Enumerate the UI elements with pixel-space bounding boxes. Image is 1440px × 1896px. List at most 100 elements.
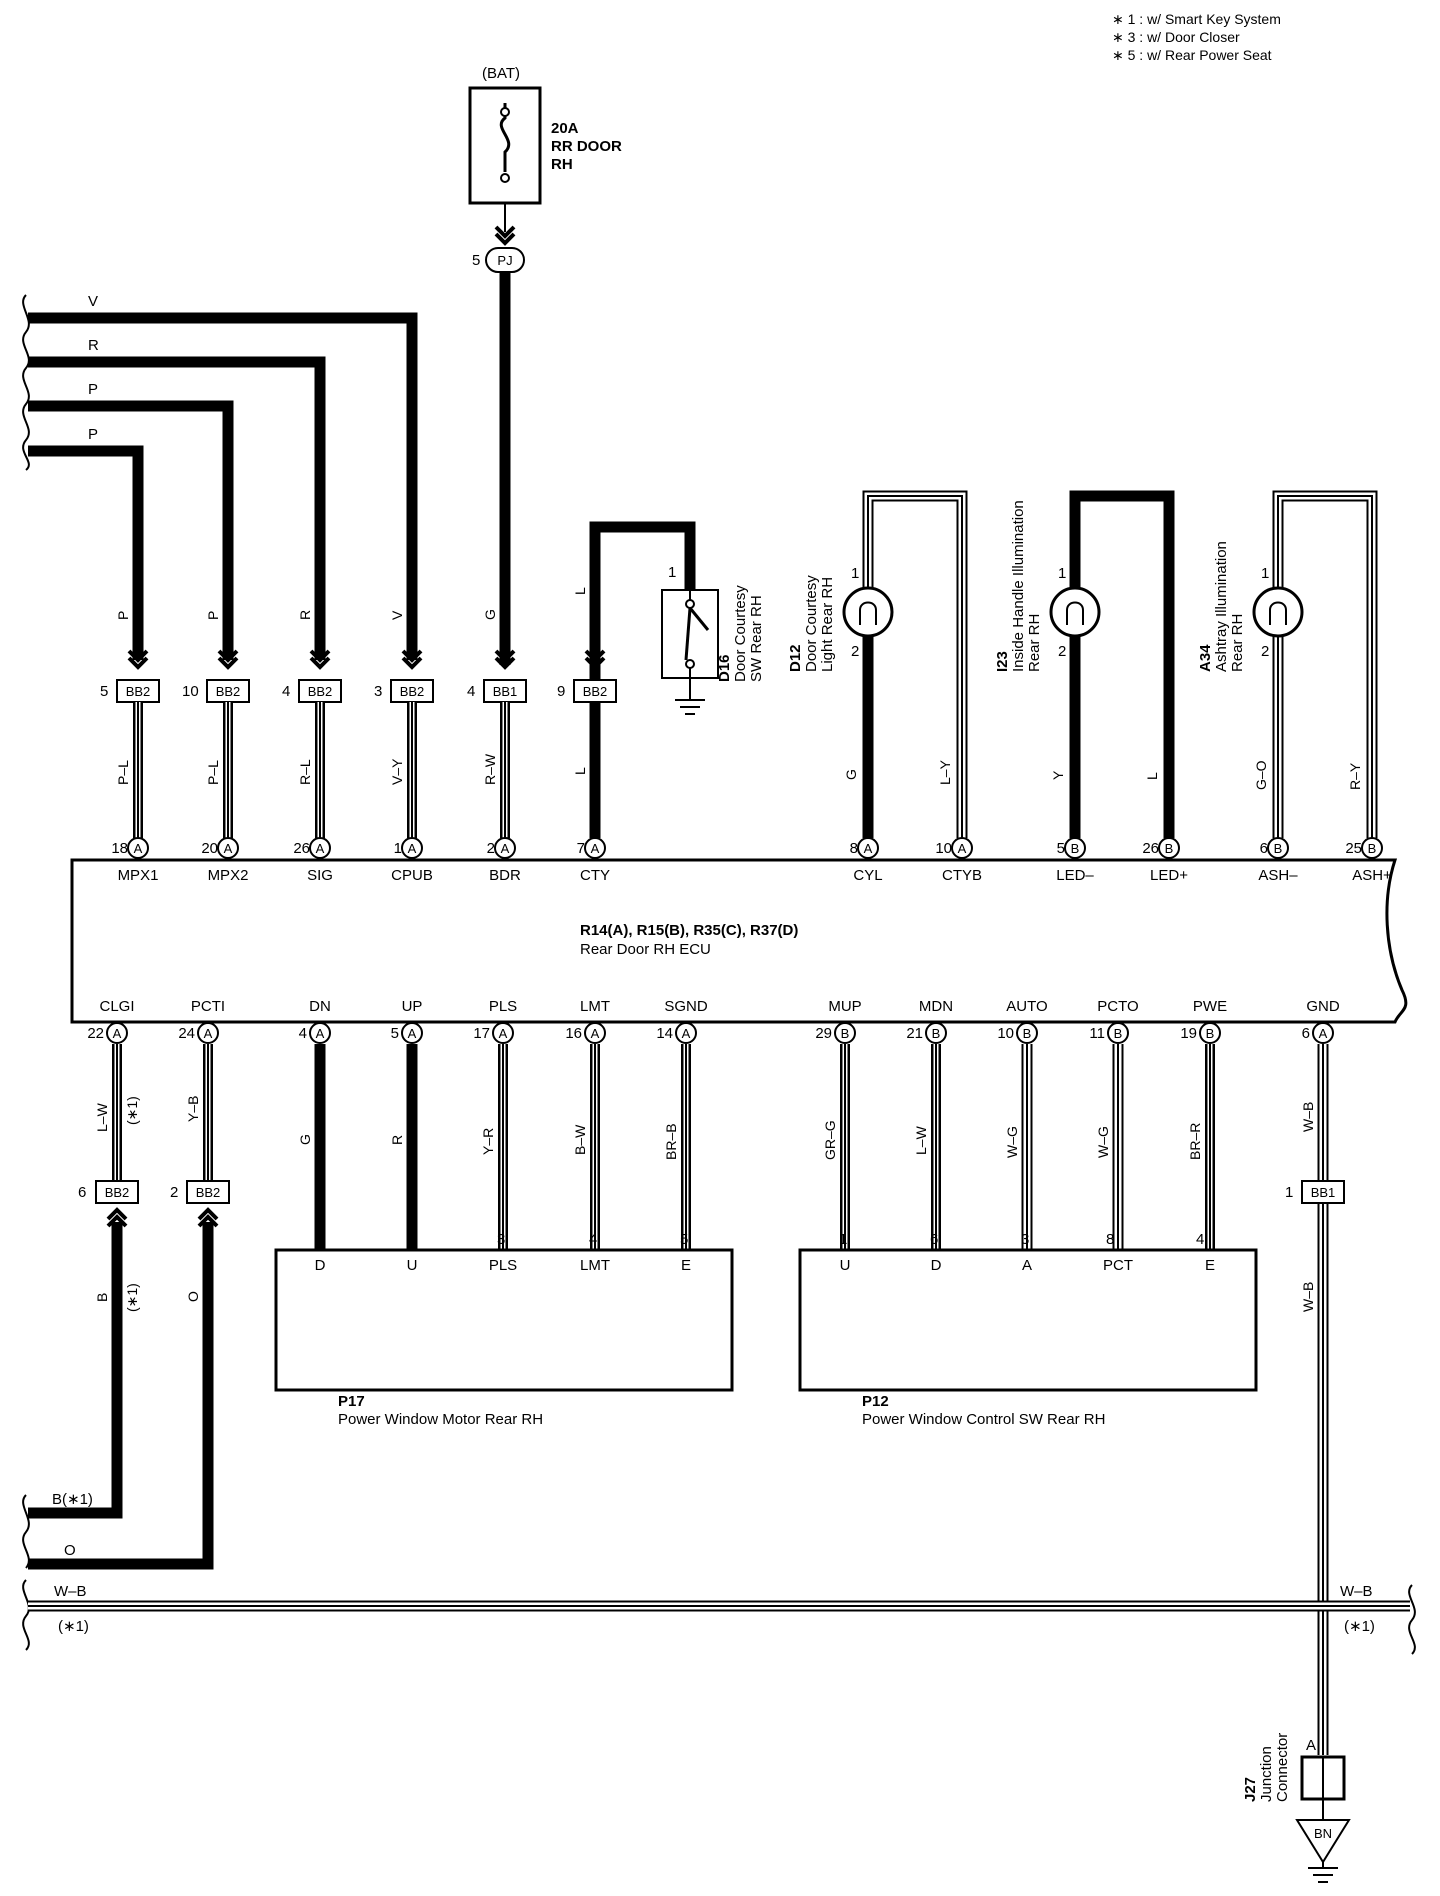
tc-pin-2: 10 xyxy=(182,683,199,700)
p12-name: Power Window Control SW Rear RH xyxy=(862,1411,1105,1428)
svg-text:26: 26 xyxy=(293,840,310,857)
bw-label-4: Y–R xyxy=(480,1128,496,1155)
d12-wire-right: L–Y xyxy=(937,759,953,785)
i23-name-1: Inside Handle Illumination xyxy=(1010,500,1027,672)
lower-wire-wb: W–B xyxy=(1300,1282,1316,1312)
fuse-name-1: RR DOOR xyxy=(551,138,622,155)
pin-name-lmt: LMT xyxy=(580,998,610,1015)
a34-wire-left: G–O xyxy=(1253,760,1269,790)
p12-code: P12 xyxy=(862,1393,889,1410)
svg-text:6: 6 xyxy=(1302,1025,1310,1042)
pin-name-gnd: GND xyxy=(1306,998,1340,1015)
svg-text:25: 25 xyxy=(1345,840,1362,857)
svg-text:B: B xyxy=(841,1026,850,1041)
wire-lower-6: L xyxy=(572,767,588,775)
svg-text:B: B xyxy=(1165,841,1174,856)
p12-pin-num-0: 1 xyxy=(839,1231,847,1248)
pj-pin: 5 xyxy=(472,252,480,269)
p12-pin-num-2: 3 xyxy=(1021,1231,1029,1248)
svg-text:5: 5 xyxy=(391,1025,399,1042)
svg-text:LED–: LED– xyxy=(1056,867,1094,884)
pin-name-pls: PLS xyxy=(489,998,517,1015)
p12-pin-label-2: A xyxy=(1022,1257,1032,1274)
bw-label-10: W–G xyxy=(1095,1126,1111,1158)
svg-text:A: A xyxy=(958,841,967,856)
svg-text:ASH+: ASH+ xyxy=(1352,867,1392,884)
i23-pin2: 2 xyxy=(1058,643,1066,660)
j27-name-1: Junction xyxy=(1258,1746,1275,1802)
svg-text:14: 14 xyxy=(656,1025,673,1042)
lower-wire-b: B xyxy=(94,1293,110,1302)
svg-text:CPUB: CPUB xyxy=(391,867,433,884)
wire-upper-6: L xyxy=(572,587,588,595)
svg-text:1: 1 xyxy=(394,840,402,857)
connector-pj: 5 PJ xyxy=(472,247,525,273)
svg-text:LED+: LED+ xyxy=(1150,867,1188,884)
svg-text:A: A xyxy=(224,841,233,856)
p12-pin-label-0: U xyxy=(840,1257,851,1274)
fuse-icon xyxy=(499,103,511,172)
svg-text:A: A xyxy=(682,1026,691,1041)
svg-text:20: 20 xyxy=(201,840,218,857)
upper-wire-labels: P P R V G L xyxy=(115,587,588,620)
bottom-wires: L–W (∗1) Y–B G R Y–R B–W BR–B GR–G L–W W… xyxy=(94,1044,1329,1755)
wb-right-note: (∗1) xyxy=(1344,1618,1375,1635)
svg-text:A: A xyxy=(408,841,417,856)
a34-name-1: Ashtray Illumination xyxy=(1213,541,1230,672)
p12-pin-num-4: 4 xyxy=(1196,1231,1204,1248)
d12-name-2: Light Rear RH xyxy=(819,577,836,672)
fuse-name-2: RH xyxy=(551,156,573,173)
p17-power-window-motor: 2 1 3 4 5 D U PLS LMT E P17 Power Window… xyxy=(274,1231,734,1428)
p12-pin-label-4: E xyxy=(1205,1257,1215,1274)
svg-text:A: A xyxy=(501,841,510,856)
svg-text:A: A xyxy=(864,841,873,856)
tc-code-5: BB1 xyxy=(493,684,518,699)
pin-name-mdn: MDN xyxy=(919,998,953,1015)
bw-label-2: G xyxy=(297,1134,313,1145)
fuse-20a-rr-door-rh: (BAT) 20A RR DOOR RH xyxy=(468,65,622,205)
tc-code-3: BB2 xyxy=(308,684,333,699)
wb-right-label: W–B xyxy=(1340,1583,1373,1600)
svg-text:29: 29 xyxy=(815,1025,832,1042)
wire-upper-1: P xyxy=(115,611,131,620)
tc-code-2: BB2 xyxy=(216,684,241,699)
lc-code-0: BB2 xyxy=(105,1185,130,1200)
svg-text:21: 21 xyxy=(906,1025,923,1042)
pin-name-clgi: CLGI xyxy=(99,998,134,1015)
svg-text:MPX1: MPX1 xyxy=(118,867,159,884)
svg-text:MPX2: MPX2 xyxy=(208,867,249,884)
p17-pin-num-1: 1 xyxy=(406,1231,414,1248)
svg-text:A: A xyxy=(499,1026,508,1041)
svg-text:CTYB: CTYB xyxy=(942,867,982,884)
left-break xyxy=(22,294,30,471)
wire-lower-4: V–Y xyxy=(389,758,405,785)
lc-pin-2: 1 xyxy=(1285,1184,1293,1201)
left-wire-p2: P xyxy=(88,426,98,443)
p12-pin-label-1: D xyxy=(931,1257,942,1274)
p17-name: Power Window Motor Rear RH xyxy=(338,1411,543,1428)
a34-code: A34 xyxy=(1197,644,1214,672)
i23-pin1: 1 xyxy=(1058,565,1066,582)
svg-text:A: A xyxy=(113,1026,122,1041)
fuse-source-label: (BAT) xyxy=(482,65,520,82)
svg-text:24: 24 xyxy=(178,1025,195,1042)
svg-text:4: 4 xyxy=(299,1025,307,1042)
j27-pin: A xyxy=(1306,1737,1316,1754)
tc-pin-3: 4 xyxy=(282,683,290,700)
i23-wire-left: Y xyxy=(1050,770,1066,780)
d12-pin1: 1 xyxy=(851,565,859,582)
ecu-pin-mup: 29 B xyxy=(815,1022,856,1044)
p17-pin-num-4: 5 xyxy=(680,1231,688,1248)
i23-name-2: Rear RH xyxy=(1026,614,1043,672)
pin-name-dn: DN xyxy=(309,998,331,1015)
bw-label-12: W–B xyxy=(1300,1102,1316,1132)
svg-text:A: A xyxy=(316,841,325,856)
wire-lower-3: R–L xyxy=(297,759,313,785)
